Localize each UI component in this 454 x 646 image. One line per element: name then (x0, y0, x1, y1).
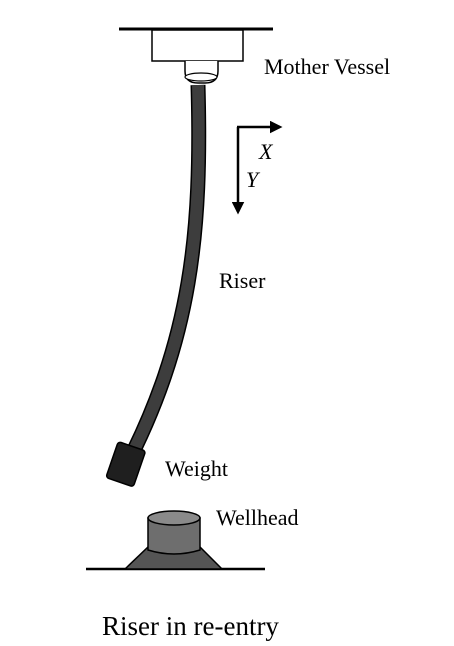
weight-block (105, 441, 146, 487)
wellhead (86, 510, 265, 571)
wellhead-cylinder (147, 517, 201, 555)
vessel-hull (151, 29, 244, 62)
vessel-connector-opening (184, 72, 218, 82)
mother-vessel-label: Mother Vessel (264, 54, 390, 79)
wellhead-label: Wellhead (216, 505, 299, 530)
riser-label: Riser (219, 268, 266, 293)
riser (117, 84, 207, 474)
y-axis-label: Y (246, 167, 261, 192)
x-axis-label: X (258, 139, 274, 164)
wellhead-cylinder-top (147, 510, 201, 526)
riser-pipe-body (118, 84, 205, 473)
axes: X Y (231, 120, 283, 215)
mother-vessel (119, 27, 273, 84)
weight-label: Weight (165, 456, 228, 481)
weight (105, 441, 146, 487)
figure-caption: Riser in re-entry (102, 611, 279, 641)
